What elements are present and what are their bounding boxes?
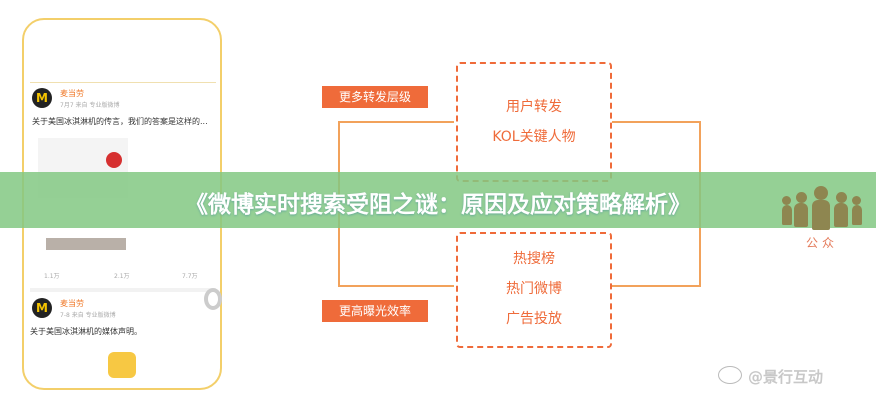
post-text: 关于美国冰淇淋机的媒体声明。 — [30, 327, 142, 336]
box-item: 热搜榜 — [513, 251, 555, 267]
connector-line — [338, 285, 454, 287]
post-text: 关于美国冰淇淋机的传言，我们的答案是这样的... — [32, 117, 208, 126]
avatar: M — [32, 298, 52, 318]
home-button[interactable] — [108, 352, 136, 378]
refresh-icon[interactable] — [204, 288, 222, 310]
comment-count[interactable]: 2.1万 — [114, 273, 130, 280]
like-count[interactable]: 7.7万 — [182, 273, 198, 280]
weibo-logo-icon — [718, 366, 742, 384]
label-higher-exposure: 更高曝光效率 — [322, 300, 428, 322]
box-item: 用户转发 — [506, 99, 562, 115]
post-thumbnails — [46, 238, 126, 250]
post-meta: 7月7 来自 专业版微博 — [60, 102, 120, 109]
divider — [30, 288, 216, 292]
divider — [30, 82, 216, 83]
box-user-repost: 用户转发 KOL关键人物 — [456, 62, 612, 182]
post-meta: 7-8 来自 专业版微博 — [60, 312, 116, 319]
connector-line — [338, 121, 454, 123]
repost-count[interactable]: 1.1万 — [44, 273, 60, 280]
avatar: M — [32, 88, 52, 108]
page-title: 《微博实时搜索受阻之谜：原因及应对策略解析》 — [185, 192, 691, 218]
post-username[interactable]: 麦当劳 — [60, 299, 84, 308]
watermark: @景行互动 — [748, 368, 824, 386]
box-item: 广告投放 — [506, 311, 562, 327]
title-banner — [0, 172, 876, 228]
post-username[interactable]: 麦当劳 — [60, 89, 84, 98]
connector-line — [612, 285, 700, 287]
box-item: 热门微博 — [506, 281, 562, 297]
box-hot-search: 热搜榜 热门微博 广告投放 — [456, 232, 612, 348]
label-more-repost-levels: 更多转发层级 — [322, 86, 428, 108]
people-icon — [782, 186, 862, 230]
logo-badge-icon — [106, 152, 122, 168]
connector-line — [612, 121, 700, 123]
box-item: KOL关键人物 — [492, 129, 576, 145]
audience-label: 公众 — [806, 236, 839, 250]
